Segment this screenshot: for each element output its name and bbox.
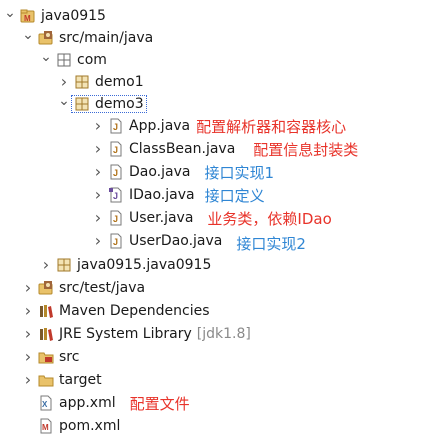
file-label: Dao.java (129, 164, 191, 180)
java-file-icon: J (108, 233, 124, 249)
svg-text:X: X (42, 400, 48, 409)
tree-item-package-java0915[interactable]: java0915.java0915 (40, 254, 211, 276)
package-java0915-label: java0915.java0915 (77, 257, 212, 273)
tree-item-package-demo3[interactable]: demo3 (58, 93, 147, 115)
app-xml-label: app.xml (59, 395, 116, 411)
chevron-right-icon[interactable] (92, 184, 104, 206)
annotation-text: 接口实现2 (236, 234, 306, 253)
package-icon (74, 96, 90, 112)
pom-xml-label: pom.xml (59, 418, 121, 434)
project-label: java0915 (41, 8, 106, 24)
package-demo3-label: demo3 (95, 96, 144, 112)
target-label: target (59, 372, 102, 388)
maven-dependencies-label: Maven Dependencies (59, 303, 210, 319)
svg-text:J: J (113, 168, 118, 178)
jre-label: JRE System Library (59, 326, 192, 342)
folder-icon (38, 372, 54, 388)
java-file-icon: J (108, 141, 124, 157)
tree-item-src-main-java[interactable]: src/main/java (22, 27, 153, 49)
annotation-text: 接口实现1 (204, 163, 275, 182)
java-file-icon: J (108, 118, 124, 134)
package-demo1-label: demo1 (95, 74, 144, 90)
tree-item-file-app-java[interactable]: J App.java 配置解析器和容器核心 (92, 115, 346, 137)
jre-version-label: [jdk1.8] (196, 326, 251, 342)
library-icon (38, 303, 54, 319)
chevron-right-icon[interactable] (92, 230, 104, 252)
selection-outline: demo3 (71, 95, 147, 113)
source-folder-icon (38, 30, 54, 46)
tree-item-package-demo1[interactable]: demo1 (58, 71, 144, 93)
annotation-text: 配置信息封装类 (253, 140, 359, 159)
svg-text:M: M (24, 14, 31, 23)
tree-item-project[interactable]: M java0915 (4, 5, 106, 27)
src-test-java-label: src/test/java (59, 280, 146, 296)
tree-item-jre-system-library[interactable]: JRE System Library [jdk1.8] (22, 323, 251, 345)
tree-spacer (22, 415, 34, 437)
chevron-down-icon[interactable] (40, 49, 52, 71)
tree-item-target-folder[interactable]: target (22, 369, 102, 391)
package-icon (74, 74, 90, 90)
annotation-text: 接口定义 (204, 186, 265, 205)
java-file-icon: J (108, 164, 124, 180)
svg-text:J: J (113, 237, 118, 247)
tree-item-src-folder[interactable]: src (22, 346, 79, 368)
file-label: User.java (129, 210, 194, 226)
file-label: IDao.java (129, 187, 195, 203)
annotation-text: 配置解析器和容器核心 (196, 117, 347, 136)
maven-project-icon: M (20, 8, 36, 24)
chevron-down-icon[interactable] (22, 27, 34, 49)
source-folder-icon (38, 280, 54, 296)
svg-text:J: J (113, 145, 118, 155)
file-label: App.java (129, 118, 191, 134)
svg-text:J: J (113, 214, 118, 224)
chevron-down-icon[interactable] (4, 5, 16, 27)
tree-item-file-dao-java[interactable]: J Dao.java 接口实现1 (92, 161, 274, 183)
tree-item-file-pom-xml[interactable]: M pom.xml (22, 415, 120, 437)
annotation-text: 业务类，依赖IDao (207, 209, 332, 228)
tree-item-maven-dependencies[interactable]: Maven Dependencies (22, 300, 210, 322)
src-main-java-label: src/main/java (59, 30, 154, 46)
package-com-label: com (77, 52, 107, 68)
svg-text:J: J (113, 122, 118, 132)
chevron-right-icon[interactable] (92, 161, 104, 183)
tree-item-file-classbean-java[interactable]: J ClassBean.java 配置信息封装类 (92, 138, 358, 160)
tree-item-package-com[interactable]: com (40, 49, 107, 71)
src-label: src (59, 349, 80, 365)
chevron-right-icon[interactable] (92, 138, 104, 160)
package-icon (56, 52, 72, 68)
annotation-text: 配置文件 (129, 394, 190, 413)
file-label: UserDao.java (129, 233, 223, 249)
file-label: ClassBean.java (129, 141, 236, 157)
chevron-right-icon[interactable] (22, 346, 34, 368)
tree-item-file-userdao-java[interactable]: J UserDao.java 接口实现2 (92, 230, 306, 253)
chevron-right-icon[interactable] (22, 277, 34, 299)
chevron-right-icon[interactable] (58, 71, 70, 93)
package-icon (56, 257, 72, 273)
xml-file-icon: X (38, 395, 54, 411)
chevron-right-icon[interactable] (92, 207, 104, 229)
tree-item-src-test-java[interactable]: src/test/java (22, 277, 145, 299)
chevron-right-icon[interactable] (22, 369, 34, 391)
java-file-icon: J (108, 210, 124, 226)
svg-text:J: J (113, 191, 118, 201)
chevron-right-icon[interactable] (92, 115, 104, 137)
library-icon (38, 326, 54, 342)
tree-item-file-idao-java[interactable]: J IDao.java 接口定义 (92, 184, 265, 206)
tree-item-file-user-java[interactable]: J User.java 业务类，依赖IDao (92, 207, 332, 229)
chevron-right-icon[interactable] (22, 300, 34, 322)
folder-icon (38, 349, 54, 365)
chevron-down-icon[interactable] (58, 93, 70, 115)
tree-spacer (22, 392, 34, 414)
chevron-right-icon[interactable] (40, 254, 52, 276)
tree-item-file-app-xml[interactable]: X app.xml 配置文件 (22, 392, 190, 414)
chevron-right-icon[interactable] (22, 323, 34, 345)
svg-text:M: M (42, 423, 49, 432)
java-interface-file-icon: J (108, 187, 124, 203)
maven-pom-icon: M (38, 418, 54, 434)
